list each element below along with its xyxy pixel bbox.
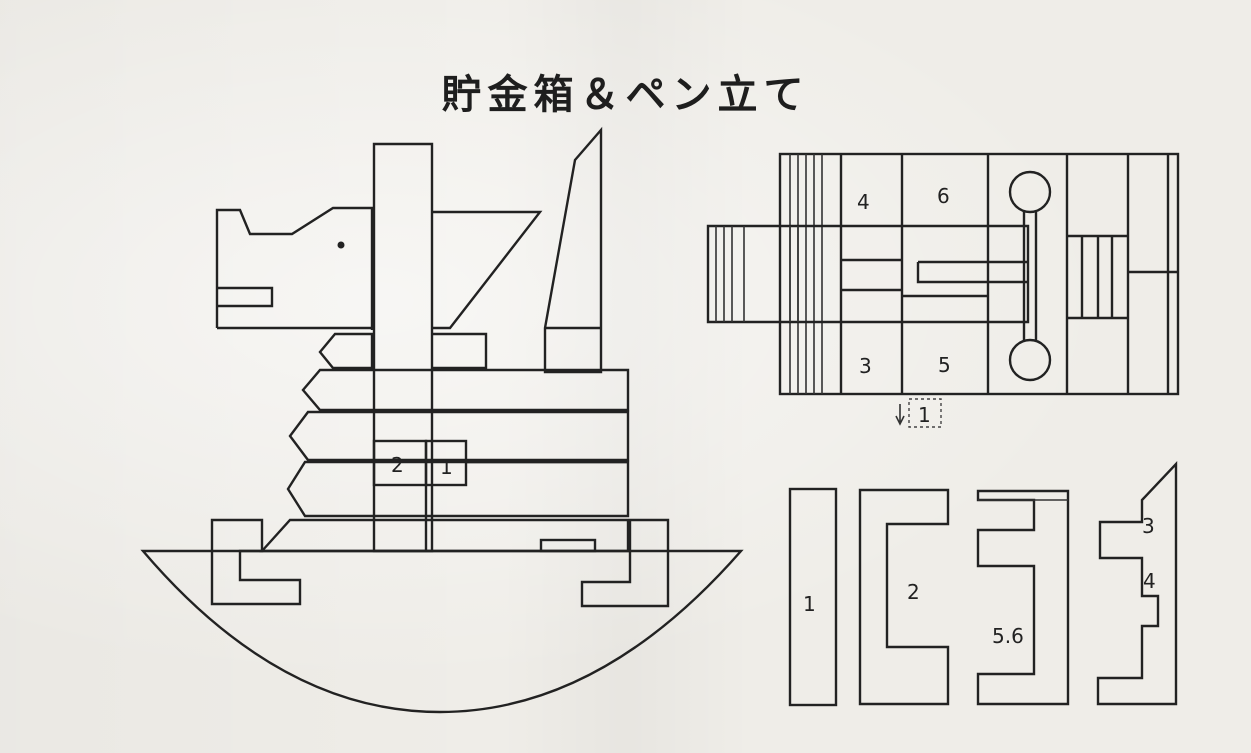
assembly-label-2: 2 xyxy=(391,453,404,477)
part-1 xyxy=(788,487,838,707)
diagram-title: 貯金箱＆ペン立て xyxy=(441,72,810,118)
assembly-label-1: 1 xyxy=(440,455,453,479)
body-layer-1 xyxy=(301,368,630,412)
part-label-2: 2 xyxy=(907,580,920,604)
body-layer-2 xyxy=(288,410,630,462)
parts-layout: 1 2 5.6 3 4 xyxy=(788,460,1178,707)
right-foot xyxy=(580,518,670,608)
left-foot xyxy=(210,518,302,606)
part-label-4: 4 xyxy=(1143,569,1156,593)
horse-mouth xyxy=(217,286,274,308)
top-label-4: 4 xyxy=(857,190,870,214)
rocker-base xyxy=(140,549,744,714)
top-view: 4 6 3 5 1 xyxy=(706,152,1180,428)
horse-eye xyxy=(337,241,345,249)
part-2 xyxy=(858,488,950,706)
back-fin xyxy=(543,126,603,374)
part-5-6 xyxy=(976,489,1070,706)
horse-head xyxy=(215,206,374,330)
horse-neck xyxy=(432,210,543,330)
part-label-3: 3 xyxy=(1142,514,1155,538)
top-label-6: 6 xyxy=(937,184,950,208)
slider-bar xyxy=(706,224,1030,324)
assembled-model: 2 1 xyxy=(140,126,744,714)
top-label-1: 1 xyxy=(918,403,931,427)
part-label-5-6: 5.6 xyxy=(992,624,1024,648)
part-3-4 xyxy=(1096,460,1178,706)
body-layer-3 xyxy=(286,460,630,518)
center-post xyxy=(372,142,434,553)
top-label-5: 5 xyxy=(938,353,951,377)
top-label-3: 3 xyxy=(859,354,872,378)
part-label-1: 1 xyxy=(803,592,816,616)
